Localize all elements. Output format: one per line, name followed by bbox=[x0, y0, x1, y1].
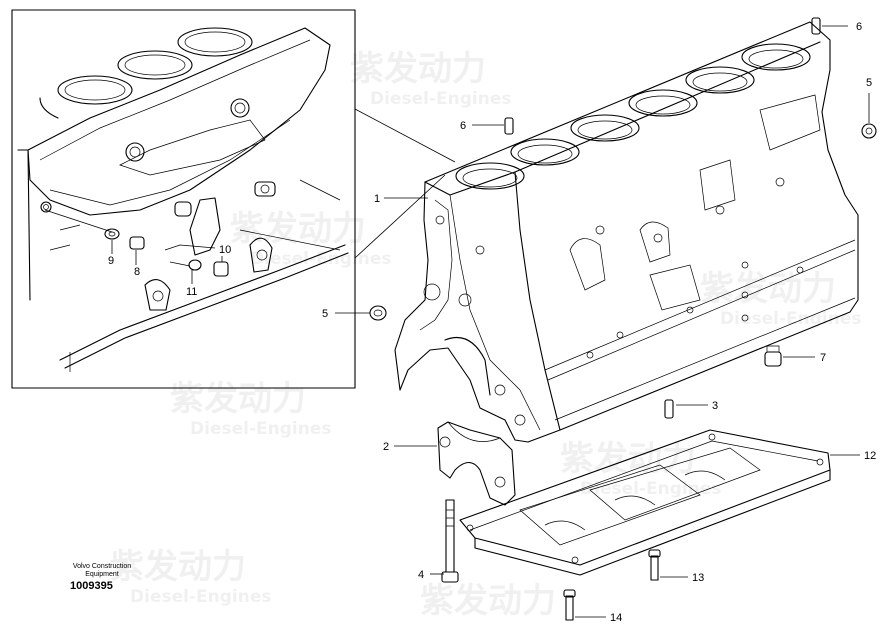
callout-4: 4 bbox=[418, 569, 424, 581]
leader-9-guide bbox=[44, 209, 113, 233]
dowel-6-middle bbox=[504, 117, 514, 135]
main-cylinder-bores bbox=[455, 43, 811, 190]
washer-9 bbox=[104, 228, 120, 240]
plug-8 bbox=[129, 236, 145, 250]
callout-6-top: 6 bbox=[856, 21, 862, 33]
plug-10 bbox=[213, 261, 229, 277]
watermark-chinese: 紫发动力 bbox=[230, 209, 366, 249]
watermark-english: Diesel-Engines bbox=[130, 587, 271, 607]
callout-7: 7 bbox=[820, 352, 826, 364]
watermark-english: Diesel-Engines bbox=[250, 249, 391, 269]
watermark-chinese: 紫发动力 bbox=[170, 379, 306, 419]
leader-lines bbox=[335, 25, 870, 618]
watermark-chinese: 紫发动力 bbox=[700, 269, 836, 309]
callout-5-right: 5 bbox=[866, 77, 872, 89]
inset-block-wall bbox=[17, 27, 349, 372]
bedplate-bolt-14 bbox=[565, 595, 574, 621]
callout-8: 8 bbox=[134, 266, 140, 278]
watermark-layer: 紫发动力 Diesel-Engines 紫发动力 Diesel-Engines … bbox=[110, 49, 861, 621]
callout-10: 10 bbox=[219, 244, 231, 256]
dowel-6-top bbox=[811, 17, 821, 35]
watermark-chinese: 紫发动力 bbox=[420, 581, 556, 621]
block-outline bbox=[394, 21, 859, 443]
callout-2: 2 bbox=[383, 441, 389, 453]
inset-pointer-top bbox=[354, 108, 456, 163]
washer-11 bbox=[188, 259, 202, 271]
detail-inset bbox=[11, 9, 456, 389]
callout-labels: 1 2 3 4 5 5 6 6 7 8 9 10 11 12 13 14 bbox=[108, 21, 876, 624]
callout-9: 9 bbox=[108, 255, 114, 267]
main-bearing-cap bbox=[437, 421, 516, 506]
callout-3: 3 bbox=[712, 400, 718, 412]
bedplate-ladder-frame bbox=[459, 429, 831, 576]
callout-13: 13 bbox=[692, 572, 704, 584]
callout-6-middle: 6 bbox=[460, 120, 466, 132]
watermark-english: Diesel-Engines bbox=[720, 309, 861, 329]
caption-brand-line1: Volvo Construction bbox=[72, 563, 132, 570]
watermark-english: Diesel-Engines bbox=[580, 479, 721, 499]
callout-11: 11 bbox=[186, 286, 197, 298]
watermark-chinese: 紫发动力 bbox=[350, 49, 486, 89]
watermark-english: Diesel-Engines bbox=[370, 89, 511, 109]
caption-part-number: 1009395 bbox=[70, 580, 113, 592]
main-bearing-bolt bbox=[445, 499, 455, 573]
engine-block bbox=[394, 21, 859, 443]
block-front-face bbox=[419, 199, 526, 426]
caption-brand-line2: Equipment bbox=[85, 571, 119, 578]
dowel-sleeve-3 bbox=[664, 399, 674, 419]
inset-pointer-bottom bbox=[354, 174, 446, 259]
callout-5-left: 5 bbox=[322, 308, 328, 320]
callout-1: 1 bbox=[374, 193, 380, 205]
callout-12: 12 bbox=[864, 450, 876, 462]
inset-frame bbox=[11, 9, 356, 389]
watermark-chinese: 紫发动力 bbox=[110, 547, 246, 587]
inset-cylinder-bores bbox=[39, 27, 253, 119]
block-side-details bbox=[569, 94, 821, 359]
bushing-5-right bbox=[861, 123, 877, 139]
plug-7 bbox=[764, 351, 782, 367]
block-deck-edge bbox=[424, 41, 821, 196]
inset-parts bbox=[104, 181, 276, 311]
fasteners bbox=[369, 17, 877, 621]
watermark-english: Diesel-Engines bbox=[190, 419, 331, 439]
callout-14: 14 bbox=[610, 612, 622, 624]
bedplate-bolt-13 bbox=[650, 555, 659, 581]
bushing-5-left bbox=[369, 305, 387, 321]
